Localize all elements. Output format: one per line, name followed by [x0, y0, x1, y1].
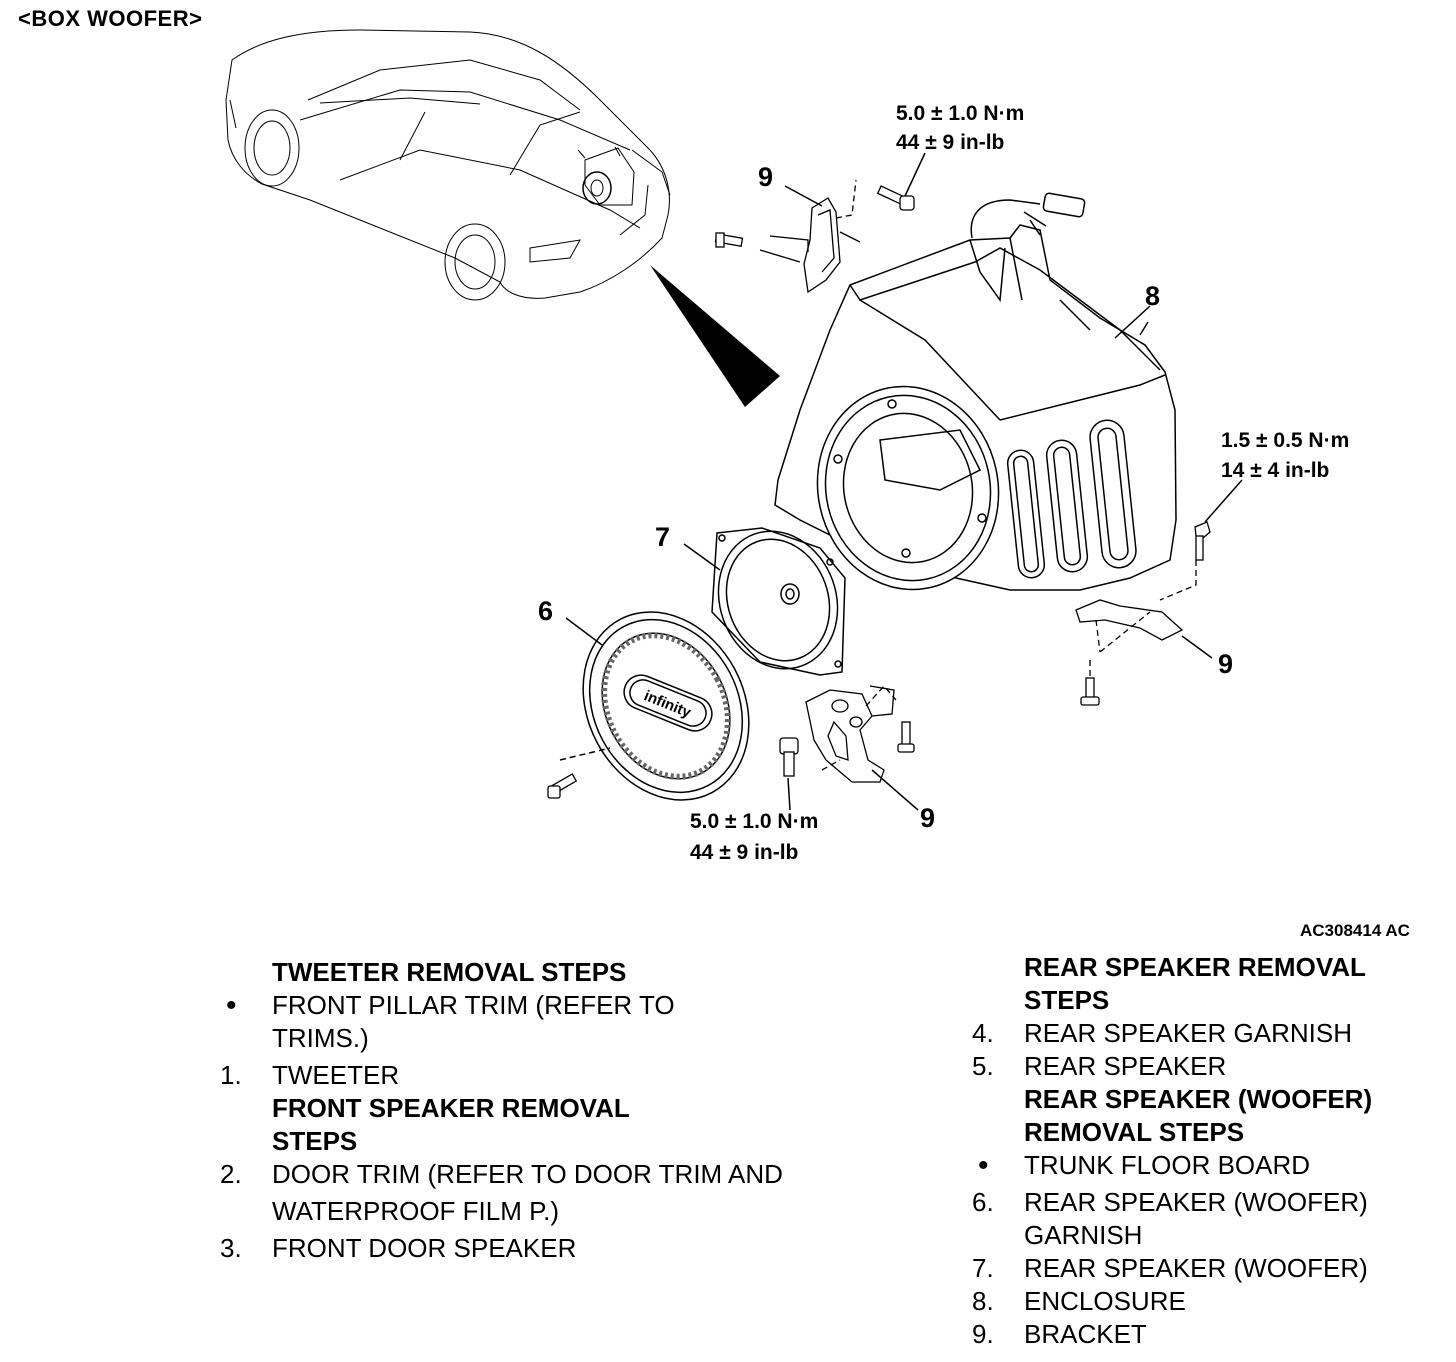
- list-item-continuation: TRIMS.): [272, 1023, 369, 1053]
- list-item: 4.REAR SPEAKER GARNISH: [972, 1018, 1352, 1048]
- woofer-grille: [559, 611, 750, 801]
- bullet-icon: •: [978, 1149, 989, 1182]
- callout-6: 6: [538, 596, 553, 626]
- list-item-continuation: WATERPROOF FILM P.): [272, 1196, 559, 1226]
- steps-left-column: TWEETER REMOVAL STEPS • FRONT PILLAR TRI…: [220, 956, 783, 1265]
- list-item: 1.TWEETER: [220, 1060, 400, 1090]
- callout-9: 9: [758, 162, 773, 192]
- callout-9: 9: [1218, 649, 1233, 679]
- list-item: 8.ENCLOSURE: [972, 1286, 1186, 1316]
- list-item: 7.REAR SPEAKER (WOOFER): [972, 1253, 1368, 1283]
- page-title: <BOX WOOFER>: [18, 6, 203, 31]
- rear-speaker-heading: REAR SPEAKER REMOVAL: [1024, 952, 1366, 982]
- torque-right-nm: 1.5 ± 0.5 N·m: [1221, 429, 1349, 452]
- tweeter-heading: TWEETER REMOVAL STEPS: [272, 957, 627, 987]
- torque-top-inlb: 44 ± 9 in-lb: [896, 131, 1004, 154]
- list-item: 6.REAR SPEAKER (WOOFER): [972, 1187, 1368, 1217]
- torque-bottom-inlb: 44 ± 9 in-lb: [690, 841, 798, 864]
- bracket-top: [759, 179, 861, 294]
- bullet-icon: •: [226, 989, 237, 1022]
- car-illustration: [225, 29, 671, 301]
- screw-icon: [547, 773, 578, 799]
- woofer-exploded-diagram: infinity 9 8 7 6 9 9 5.0 ± 1.0 N·m 44 ±: [225, 29, 1349, 864]
- bolt-icon: [779, 721, 915, 777]
- pointer-arrow: [650, 265, 780, 407]
- woofer-heading-line2: REMOVAL STEPS: [1024, 1117, 1245, 1147]
- rear-speaker-heading-line2: STEPS: [1024, 985, 1110, 1015]
- leader-lines: [565, 152, 1243, 811]
- list-item: • TRUNK FLOOR BOARD: [978, 1149, 1311, 1182]
- bracket-right: [1075, 560, 1197, 680]
- woofer-speaker: [711, 527, 846, 676]
- list-item: 2.DOOR TRIM (REFER TO DOOR TRIM AND: [220, 1159, 783, 1189]
- list-item: 5.REAR SPEAKER: [972, 1051, 1227, 1081]
- callout-8: 8: [1145, 281, 1160, 311]
- figure-code: AC308414 AC: [1300, 921, 1410, 940]
- screw-icon: [1080, 521, 1211, 706]
- torque-top-nm: 5.0 ± 1.0 N·m: [896, 102, 1024, 125]
- enclosure: [774, 192, 1177, 591]
- list-item: 3.FRONT DOOR SPEAKER: [220, 1233, 577, 1263]
- woofer-heading: REAR SPEAKER (WOOFER): [1024, 1084, 1373, 1114]
- callout-9: 9: [920, 803, 935, 833]
- bracket-bottom: [805, 685, 897, 783]
- callout-7: 7: [655, 522, 670, 552]
- list-item: 9.BRACKET: [972, 1319, 1147, 1349]
- list-item: • FRONT PILLAR TRIM (REFER TO: [226, 989, 675, 1022]
- steps-right-column: REAR SPEAKER REMOVAL STEPS 4.REAR SPEAKE…: [972, 951, 1372, 1351]
- front-speaker-heading-line2: STEPS: [272, 1126, 358, 1156]
- list-item-continuation: GARNISH: [1024, 1220, 1143, 1250]
- torque-right-inlb: 14 ± 4 in-lb: [1221, 459, 1329, 482]
- front-speaker-heading: FRONT SPEAKER REMOVAL: [272, 1093, 630, 1123]
- torque-bottom-nm: 5.0 ± 1.0 N·m: [690, 810, 818, 833]
- bolt-icon: [714, 185, 915, 248]
